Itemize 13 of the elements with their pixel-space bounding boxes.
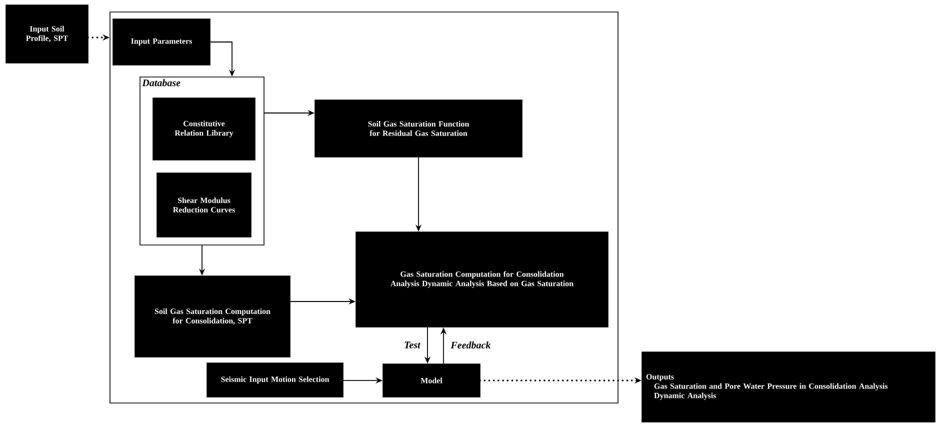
process-box: Constitutive Relation Library [152,98,256,160]
process-box: Outputs Gas Saturation and Pore Water Pressure in Consolidation Analysis Dynamic Analysis [642,352,936,422]
process-box: Soil Gas Saturation Function for Residual Gas Saturation [314,100,522,158]
process-box: Input Soil Profile, SPT [6,4,88,64]
edge-label: Feedback [450,340,492,350]
frame-box [110,12,618,404]
process-box: Gas Saturation Computation for Consolidation Analysis Dynamic Analysis Based on Gas Saturation [356,232,608,328]
process-box: Model [382,364,480,398]
process-box: Seismic Input Motion Selection [206,362,344,398]
process-box: Input Parameters [112,18,210,66]
process-box: Shear Modulus Reduction Curves [156,172,252,238]
edge-label: Test [403,340,422,350]
process-box: Soil Gas Saturation Computation for Consolidation, SPT [134,276,290,358]
